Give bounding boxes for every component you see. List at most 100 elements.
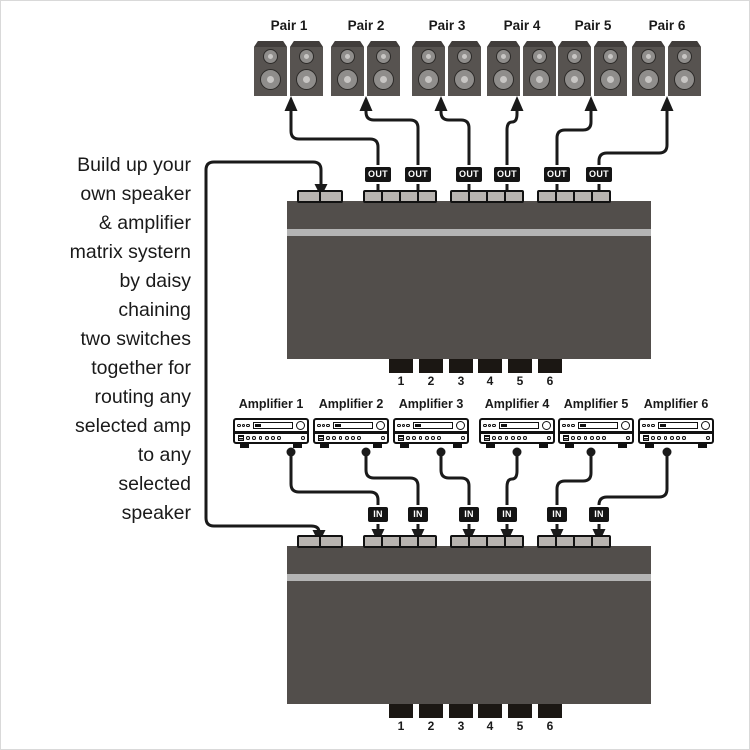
selector-button <box>419 359 443 373</box>
speaker <box>487 41 520 96</box>
in-port-badge: IN <box>366 505 390 524</box>
amp-grill-icon <box>642 434 649 442</box>
amp-grill-icon <box>397 434 404 442</box>
arrow-up-icon <box>584 96 598 111</box>
woofer-icon <box>260 69 281 90</box>
button-number: 5 <box>516 374 524 388</box>
woofer-icon <box>564 69 585 90</box>
out-port-badge: OUT <box>542 165 572 184</box>
amplifier-label: Amplifier 6 <box>643 397 709 411</box>
description-line: matrix systern <box>69 241 191 263</box>
speaker <box>254 41 287 96</box>
pair-label: Pair 6 <box>648 18 686 33</box>
amp-wire-dot <box>286 447 296 457</box>
volume-knob-icon <box>620 420 630 431</box>
woofer-icon <box>418 69 439 90</box>
amp-wire-dot <box>662 447 672 457</box>
in-wire-4 <box>505 454 519 531</box>
pair-label: Pair 1 <box>270 18 308 33</box>
amp-display <box>412 422 453 429</box>
in-wire-5 <box>555 454 593 531</box>
button-number: 4 <box>486 719 494 733</box>
speaker-pair-2: Pair 2 <box>331 18 401 96</box>
arrow-up-icon <box>359 96 373 111</box>
speaker <box>632 41 665 96</box>
amplifier-2 <box>313 418 389 448</box>
selector-button <box>508 359 532 373</box>
amp-wire-dot <box>361 447 371 457</box>
output-connector-group <box>537 190 611 203</box>
speaker <box>331 41 364 96</box>
output-connector-group <box>363 190 437 203</box>
tweeter-icon <box>457 49 472 64</box>
description-line: own speaker <box>80 183 191 205</box>
daisy-chain-connector-group <box>297 535 343 548</box>
amp-wire-dot <box>436 447 446 457</box>
out-port-badge: OUT <box>403 165 433 184</box>
selector-button <box>508 704 532 718</box>
pair-label: Pair 2 <box>347 18 385 33</box>
out-port-badge: OUT <box>454 165 484 184</box>
amp-display <box>252 422 293 429</box>
out-wire-2 <box>364 109 420 200</box>
arrow-up-icon <box>510 96 524 111</box>
description-line: speaker <box>121 502 191 524</box>
woofer-icon <box>493 69 514 90</box>
selector-button <box>478 359 502 373</box>
daisy-chain-connector-group <box>297 190 343 203</box>
volume-knob-icon <box>295 420 305 431</box>
description-line: selected <box>118 473 191 495</box>
out-wire-1 <box>289 109 380 200</box>
woofer-icon <box>674 69 695 90</box>
speaker <box>290 41 323 96</box>
amplifier-1 <box>233 418 309 448</box>
pair-label: Pair 5 <box>574 18 612 33</box>
out-wire-3 <box>439 109 471 200</box>
button-number: 4 <box>486 374 494 388</box>
out-wire-4 <box>505 109 519 200</box>
selector-button <box>478 704 502 718</box>
tweeter-icon <box>677 49 692 64</box>
volume-knob-icon <box>455 420 465 431</box>
volume-knob-icon <box>541 420 551 431</box>
in-wire-2 <box>364 454 420 531</box>
selector-button <box>538 704 562 718</box>
button-number: 1 <box>397 374 405 388</box>
amp-display <box>332 422 373 429</box>
in-port-badge: IN <box>457 505 481 524</box>
woofer-icon <box>296 69 317 90</box>
tweeter-icon <box>376 49 391 64</box>
button-number: 3 <box>457 374 465 388</box>
amp-grill-icon <box>317 434 324 442</box>
woofer-icon <box>600 69 621 90</box>
volume-knob-icon <box>700 420 710 431</box>
input-connector-group <box>450 535 524 548</box>
front-panel-stripe <box>287 229 651 236</box>
selector-button <box>538 359 562 373</box>
button-number: 2 <box>427 719 435 733</box>
output-connector-group <box>450 190 524 203</box>
speaker <box>558 41 591 96</box>
amplifier-5 <box>558 418 634 448</box>
speaker-pair-3: Pair 3 <box>412 18 482 96</box>
tweeter-icon <box>299 49 314 64</box>
selector-button <box>389 704 413 718</box>
arrow-up-icon <box>284 96 298 111</box>
amp-wire-dot <box>586 447 596 457</box>
out-wire-5 <box>555 109 593 200</box>
in-wire-1 <box>289 454 380 531</box>
speaker-pair-6: Pair 6 <box>632 18 702 96</box>
tweeter-icon <box>567 49 582 64</box>
button-number: 5 <box>516 719 524 733</box>
woofer-icon <box>454 69 475 90</box>
description-line: & amplifier <box>98 212 191 234</box>
description-line: to any <box>137 444 191 466</box>
description-line: routing any <box>94 386 191 408</box>
description-line: selected amp <box>75 415 191 437</box>
input-connector-group <box>363 535 437 548</box>
in-port-badge: IN <box>406 505 430 524</box>
arrow-up-icon <box>660 96 674 111</box>
speaker <box>412 41 445 96</box>
amp-wire-dot <box>512 447 522 457</box>
